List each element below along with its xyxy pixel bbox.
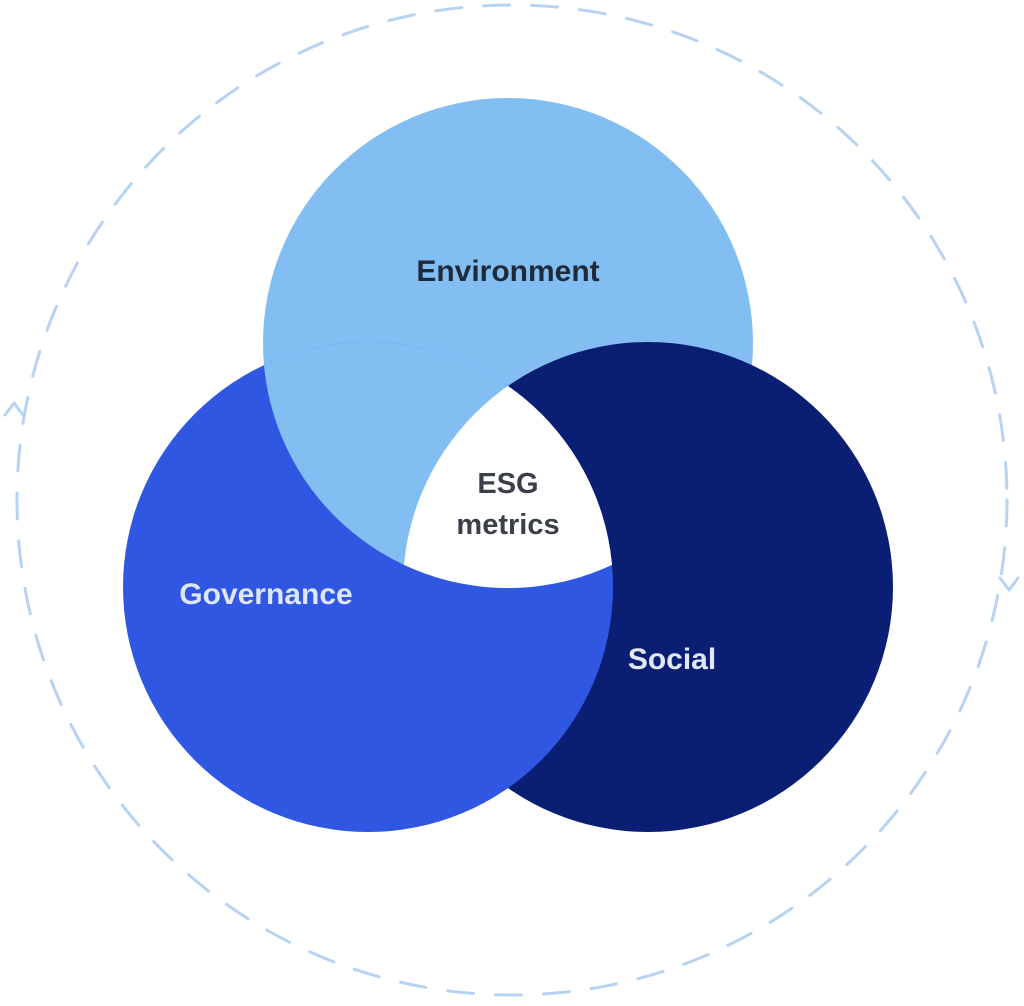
arrow-down-icon bbox=[998, 576, 1020, 592]
label-center-esg: ESG bbox=[477, 468, 538, 500]
label-center-metrics: metrics bbox=[456, 509, 559, 541]
label-environment: Environment bbox=[416, 255, 599, 288]
center-overlap bbox=[403, 342, 613, 588]
label-governance: Governance bbox=[179, 578, 352, 611]
outer-dashed-ring bbox=[15, 3, 1009, 997]
arrow-up-icon bbox=[3, 401, 25, 417]
label-social: Social bbox=[628, 643, 716, 676]
